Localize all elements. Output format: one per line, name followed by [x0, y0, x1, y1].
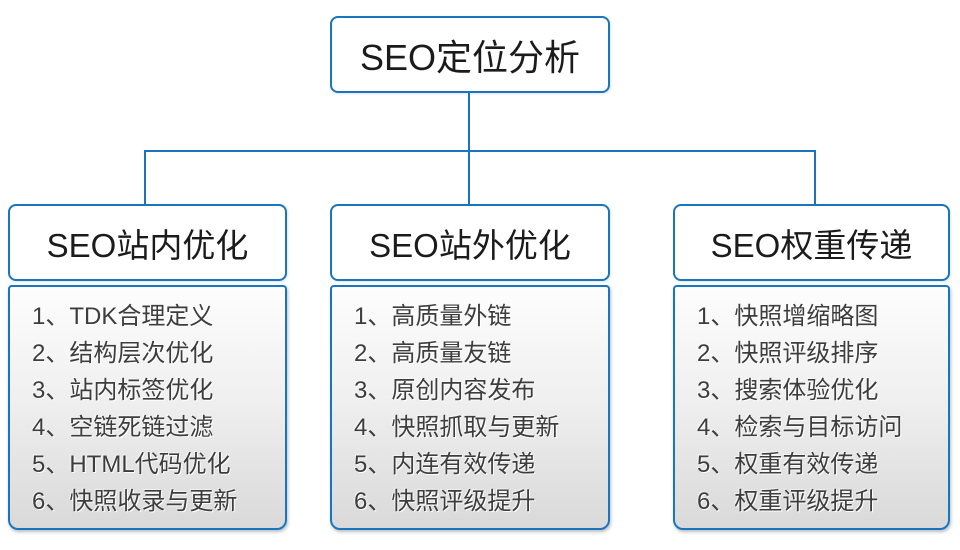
list-item: 5、HTML代码优化	[32, 451, 231, 478]
list-item: 3、搜索体验优化	[697, 377, 879, 404]
list-item: 4、快照抓取与更新	[354, 414, 560, 441]
list-item: 1、高质量外链	[354, 303, 512, 330]
branch-onsite-list: 1、TDK合理定义 2、结构层次优化 3、站内标签优化 4、空链死链过滤 5、H…	[8, 285, 287, 530]
branch-offsite-list: 1、高质量外链 2、高质量友链 3、原创内容发布 4、快照抓取与更新 5、内连有…	[330, 285, 610, 530]
list-item: 4、检索与目标访问	[697, 414, 903, 441]
list-item: 6、快照评级提升	[354, 488, 536, 515]
root-node-title: SEO定位分析	[359, 36, 581, 78]
connector-drop-left	[144, 150, 146, 205]
branch-onsite-title: SEO站内优化	[46, 226, 249, 264]
list-item: 2、快照评级排序	[697, 340, 879, 367]
list-item: 5、内连有效传递	[354, 451, 536, 478]
list-item: 4、空链死链过滤	[32, 414, 214, 441]
connector-drop-middle	[468, 150, 470, 205]
list-item: 2、结构层次优化	[32, 340, 214, 367]
list-item: 3、原创内容发布	[354, 377, 536, 404]
list-item: 5、权重有效传递	[697, 451, 879, 478]
branch-offsite-title: SEO站外优化	[369, 226, 571, 264]
list-item: 3、站内标签优化	[32, 377, 214, 404]
list-item: 1、快照增缩略图	[697, 303, 879, 330]
branch-weight-list: 1、快照增缩略图 2、快照评级排序 3、搜索体验优化 4、检索与目标访问 5、权…	[673, 285, 950, 530]
branch-weight-title-box: SEO权重传递	[673, 204, 950, 281]
branch-onsite-title-box: SEO站内优化	[8, 204, 287, 281]
list-item: 1、TDK合理定义	[32, 303, 214, 330]
connector-root-drop	[468, 93, 470, 151]
connector-rail	[144, 150, 816, 152]
list-item: 6、权重评级提升	[697, 488, 879, 515]
connector-drop-right	[814, 150, 816, 205]
branch-weight-title: SEO权重传递	[710, 226, 913, 264]
root-node-seo-positioning: SEO定位分析	[330, 16, 610, 93]
list-item: 6、快照收录与更新	[32, 488, 238, 515]
branch-offsite-title-box: SEO站外优化	[330, 204, 610, 281]
list-item: 2、高质量友链	[354, 340, 512, 367]
